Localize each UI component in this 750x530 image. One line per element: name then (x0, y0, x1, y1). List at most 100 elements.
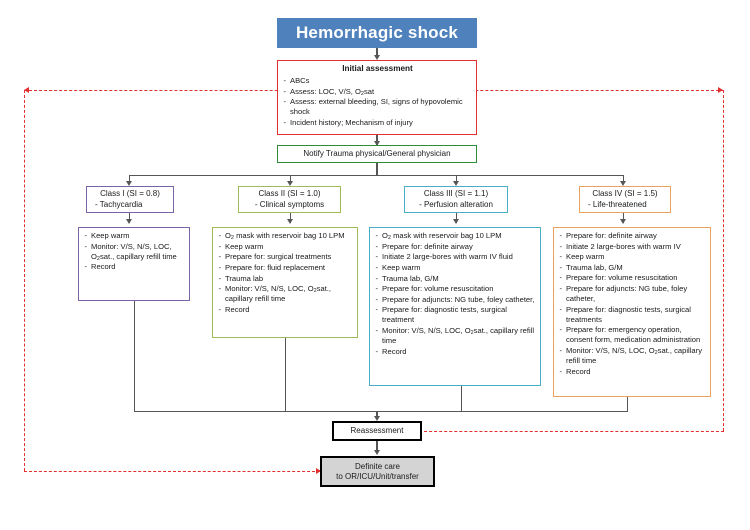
class-subtitle: - Life-threatened (588, 199, 647, 209)
list-item: ABCs (283, 76, 472, 86)
actions-list-class-4: Prepare for: definite airway Initiate 2 … (559, 231, 706, 377)
list-item: Monitor: V/S, N/S, LOC, O2sat., capillar… (84, 242, 185, 262)
notify-box: Notify Trauma physical/General physician (277, 145, 477, 163)
list-item: Initiate 2 large-bores with warm IV flui… (375, 252, 536, 262)
connector-title-to-initial (376, 48, 378, 58)
class-subtitle: - Clinical symptoms (254, 199, 325, 209)
class-subtitle: - Perfusion alteration (419, 199, 493, 209)
connector-notify-down (376, 163, 378, 175)
arrow-to-class-4 (620, 181, 627, 186)
arrow-class3-to-actions (453, 219, 460, 224)
list-item: Assess: LOC, V/S, O2sat (283, 87, 472, 97)
connector-class2-down (285, 338, 287, 411)
page-title: Hemorrhagic shock (277, 18, 477, 48)
list-item: Monitor: V/S, N/S, LOC, O2sat., capillar… (559, 346, 706, 366)
list-item: Initiate 2 large-bores with warm IV (559, 242, 706, 252)
list-item: Record (218, 305, 353, 315)
list-item: Prepare for: diagnostic tests, surgical … (375, 305, 536, 325)
list-item: Keep warm (375, 263, 536, 273)
reassessment-box: Reassessment (332, 421, 422, 441)
initial-assessment-list: ABCs Assess: LOC, V/S, O2sat Assess: ext… (283, 76, 472, 128)
list-item: Keep warm (559, 252, 706, 262)
connector-class1-down (134, 301, 136, 411)
class-header-class-1: Class I (SI = 0.8) - Tachycardia (86, 186, 174, 213)
list-item: Monitor: V/S, N/S, LOC, O2sat., capillar… (218, 284, 353, 304)
list-item: Trauma lab (218, 274, 353, 284)
arrow-reassessment-to-definite (373, 450, 380, 455)
list-item: Record (375, 347, 536, 357)
list-item: Prepare for: fluid replacement (218, 263, 353, 273)
list-item: Keep warm (84, 231, 185, 241)
arrow-to-class-3 (453, 181, 460, 186)
actions-box-class-4: Prepare for: definite airway Initiate 2 … (553, 227, 711, 397)
actions-box-class-1: Keep warm Monitor: V/S, N/S, LOC, O2sat.… (78, 227, 190, 301)
class-header-class-3: Class III (SI = 1.1) - Perfusion alterat… (404, 186, 508, 213)
arrow-class4-to-actions (620, 219, 627, 224)
list-item: O2 mask with reservoir bag 10 LPM (375, 231, 536, 241)
connector-class1-to-actions (129, 213, 131, 223)
connector-bus-drop-2 (290, 175, 292, 183)
connector-bus-drop-4 (623, 175, 625, 183)
arrow-initial-to-notify (373, 141, 380, 146)
connector-merge-to-reassessment (376, 411, 378, 419)
actions-list-class-1: Keep warm Monitor: V/S, N/S, LOC, O2sat.… (84, 231, 185, 273)
feedback-loop-left (24, 90, 25, 471)
actions-box-class-2: O2 mask with reservoir bag 10 LPM Keep w… (212, 227, 358, 338)
feedback-loop-right (723, 90, 724, 431)
list-item: Trauma lab, G/M (559, 263, 706, 273)
actions-box-class-3: O2 mask with reservoir bag 10 LPM Prepar… (369, 227, 541, 386)
list-item: Prepare for adjuncts: NG tube, foley cat… (375, 295, 536, 305)
arrow-class1-to-actions (126, 219, 133, 224)
class-subtitle: - Tachycardia (95, 199, 143, 209)
list-item: Record (559, 367, 706, 377)
arrow-title-to-initial (373, 55, 380, 60)
connector-class4-down (627, 397, 629, 411)
arrow-to-class-1 (126, 181, 133, 186)
list-item: Prepare for: emergency operation, consen… (559, 325, 706, 345)
list-item: Incident history; Mechanism of injury (283, 118, 472, 128)
feedback-arrow-into-initial-left (24, 86, 29, 93)
feedback-arrow-into-initial-right (718, 86, 723, 93)
connector-merge-bus (134, 411, 628, 413)
list-item: Monitor: V/S, N/S, LOC, O2sat., capillar… (375, 326, 536, 346)
class-title: Class II (SI = 1.0) (258, 188, 321, 198)
connector-bus-drop-3 (456, 175, 458, 183)
arrow-class2-to-actions (287, 219, 294, 224)
list-item: Prepare for adjuncts: NG tube, foley cat… (559, 284, 706, 304)
list-item: Prepare for: definite airway (375, 242, 536, 252)
class-title: Class III (SI = 1.1) (423, 188, 489, 198)
list-item: Assess: external bleeding, SI, signs of … (283, 97, 472, 117)
definite-care-box: Definite care to OR/ICU/Unit/transfer (320, 456, 435, 487)
connector-class3-to-actions (456, 213, 458, 223)
connector-distribution-bus (129, 175, 624, 177)
list-item: Prepare for: surgical treatments (218, 252, 353, 262)
class-title: Class IV (SI = 1.5) (592, 188, 658, 198)
list-item: Prepare for: definite airway (559, 231, 706, 241)
list-item: Prepare for: volume resuscitation (375, 284, 536, 294)
list-item: Prepare for: volume resuscitation (559, 273, 706, 283)
class-title: Class I (SI = 0.8) (100, 188, 160, 198)
connector-class3-down (461, 386, 463, 411)
definite-care-line-1: Definite care (355, 461, 400, 471)
list-item: Keep warm (218, 242, 353, 252)
list-item: Trauma lab, G/M (375, 274, 536, 284)
connector-initial-to-notify (376, 135, 378, 145)
arrow-to-class-2 (287, 181, 294, 186)
class-header-class-2: Class II (SI = 1.0) - Clinical symptoms (238, 186, 341, 213)
list-item: O2 mask with reservoir bag 10 LPM (218, 231, 353, 241)
definite-care-line-2: to OR/ICU/Unit/transfer (336, 471, 419, 481)
feedback-loop-bottom-right (414, 431, 724, 432)
list-item: Prepare for: diagnostic tests, surgical … (559, 305, 706, 325)
list-item: Record (84, 262, 185, 272)
connector-bus-drop-1 (129, 175, 131, 183)
connector-class4-to-actions (623, 213, 625, 223)
arrow-merge-to-reassessment (373, 416, 380, 421)
connector-reassessment-to-definite (376, 441, 378, 452)
connector-class2-to-actions (290, 213, 292, 223)
feedback-arrow-into-definite-care (316, 467, 321, 474)
initial-assessment-header: Initial assessment (342, 64, 413, 73)
actions-list-class-3: O2 mask with reservoir bag 10 LPM Prepar… (375, 231, 536, 357)
feedback-loop-bottom-left (24, 471, 320, 472)
actions-list-class-2: O2 mask with reservoir bag 10 LPM Keep w… (218, 231, 353, 315)
